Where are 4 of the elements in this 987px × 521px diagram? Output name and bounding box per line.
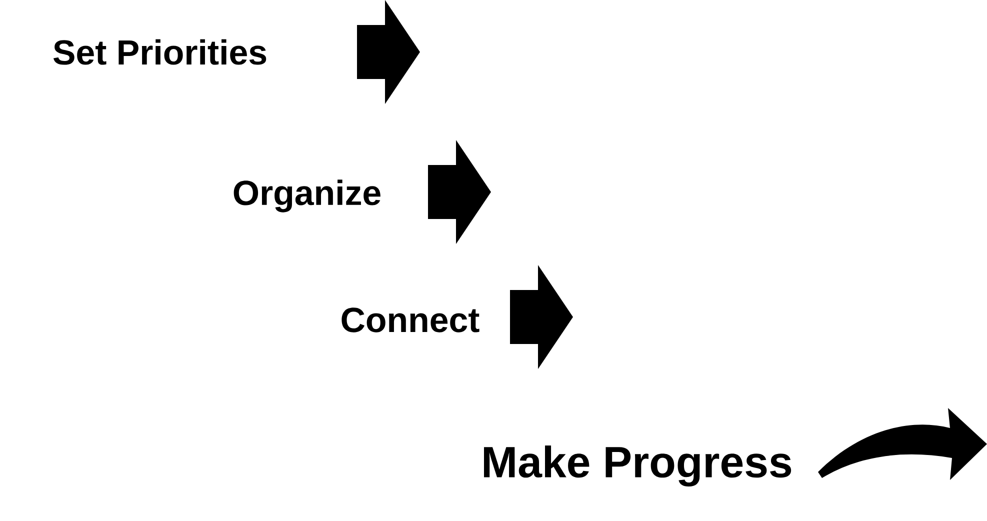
step-label: Connect	[342, 308, 480, 332]
step-label: Make Progress	[484, 445, 792, 486]
step-label: Set Priorities	[53, 39, 266, 65]
step-label: Organize	[234, 180, 380, 212]
